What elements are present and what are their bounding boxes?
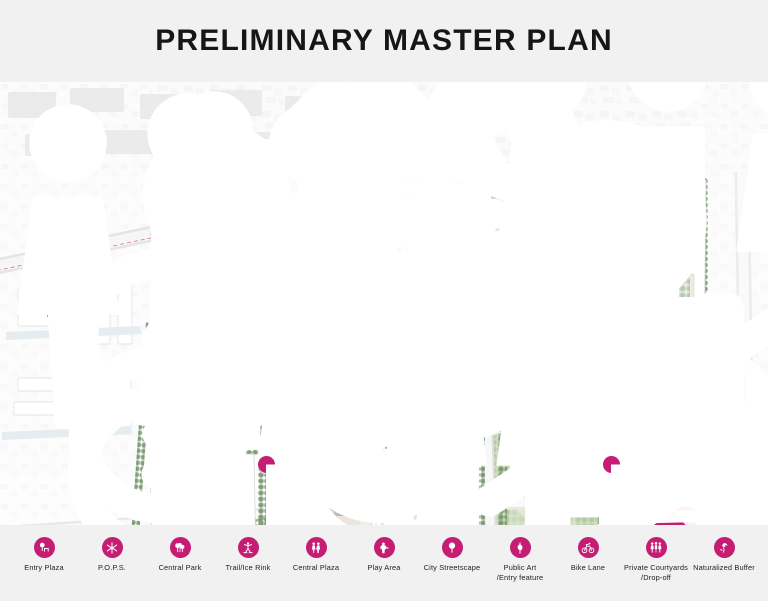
legend-item-naturalized-buffer[interactable]: Naturalized Buffer — [690, 537, 758, 573]
legend-item-trail-ice-rink[interactable]: Trail/Ice Rink — [214, 537, 282, 573]
legend-item-central-park[interactable]: Central Park — [146, 537, 214, 573]
trail-ice-rink-icon — [237, 537, 259, 558]
legend-item-central-plaza[interactable]: Central Plaza — [282, 537, 350, 573]
public-art-icon — [345, 252, 768, 525]
map-marker-entry-plaza[interactable] — [136, 297, 414, 525]
legend-label-pops: P.O.P.S. — [97, 563, 127, 572]
page-title: PRELIMINARY MASTER PLAN — [155, 24, 613, 57]
legend-label-play-area: Play Area — [367, 563, 401, 572]
central-plaza-icon — [305, 537, 327, 558]
legend-item-pops[interactable]: P.O.P.S. — [78, 537, 146, 573]
legend-label-central-plaza: Central Plaza — [292, 563, 340, 572]
legend-label-trail-ice-rink: Trail/Ice Rink — [225, 563, 271, 572]
legend-item-play-area[interactable]: Play Area — [350, 537, 418, 573]
bike-lane-icon — [577, 537, 599, 558]
legend-item-private-courtyards[interactable]: Private Courtyards /Drop-off — [622, 537, 690, 582]
pops-icon — [101, 537, 123, 558]
play-area-icon — [373, 537, 395, 558]
legend-label-public-art: Public Art /Entry feature — [496, 563, 544, 582]
legend-label-city-streetscape: City Streetscape — [423, 563, 481, 572]
legend-label-bike-lane: Bike Lane — [570, 563, 606, 572]
site-plan-map[interactable]: BLOCK JBLOCK IBLOCK GBLOCK CBLOCK HBLOCK… — [0, 82, 768, 525]
legend-item-public-art[interactable]: Public Art /Entry feature — [486, 537, 554, 582]
legend-label-naturalized-buffer: Naturalized Buffer — [693, 563, 755, 572]
naturalized-buffer-icon — [713, 537, 735, 558]
central-park-icon — [169, 537, 191, 558]
private-courtyards-icon — [645, 537, 667, 558]
map-marker-public-art[interactable] — [655, 292, 768, 525]
legend-item-city-streetscape[interactable]: City Streetscape — [418, 537, 486, 573]
page-header: PRELIMINARY MASTER PLAN — [0, 0, 768, 82]
legend-item-entry-plaza[interactable]: Entry Plaza — [10, 537, 78, 573]
public-art-icon — [509, 537, 531, 558]
legend-item-bike-lane[interactable]: Bike Lane — [554, 537, 622, 573]
map-legend: Entry Plaza P.O.P.S. Central Park Trail/Ice… — [0, 525, 768, 601]
legend-label-central-park: Central Park — [158, 563, 202, 572]
entry-plaza-icon — [0, 243, 650, 525]
legend-label-entry-plaza: Entry Plaza — [24, 563, 64, 572]
city-streetscape-icon — [441, 537, 463, 558]
entry-plaza-icon — [33, 537, 55, 558]
legend-label-private-courtyards: Private Courtyards /Drop-off — [624, 563, 688, 582]
